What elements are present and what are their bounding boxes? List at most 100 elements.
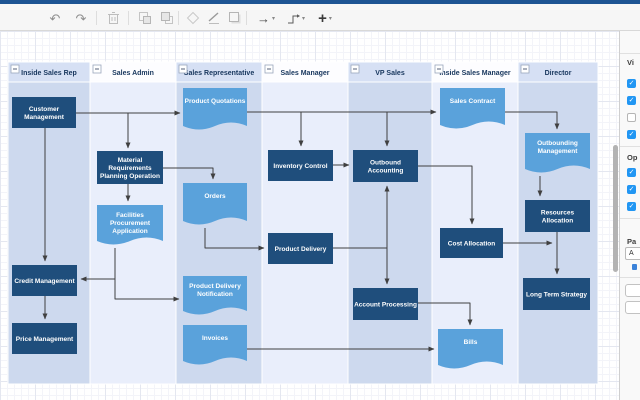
edit-link-fragment[interactable]: [632, 264, 637, 270]
shadow-button[interactable]: [224, 8, 246, 28]
node-label: Notification: [197, 291, 233, 298]
lane-collapse-button[interactable]: [264, 64, 274, 74]
node-label: Orders: [204, 193, 226, 200]
node-label: Customer: [29, 106, 60, 113]
edge-mrp-operation-to-orders[interactable]: [163, 167, 216, 180]
node-label: Product Delivery: [275, 246, 327, 253]
node-label: Accounting: [368, 168, 404, 175]
edge-sales-contract-to-outbounding-management[interactable]: [505, 111, 560, 130]
panel-divider: [620, 146, 640, 147]
checkbox[interactable]: [627, 113, 636, 122]
checkbox[interactable]: ✓: [627, 168, 636, 177]
node-label: Product Delivery: [189, 283, 241, 290]
line-color-icon: [208, 12, 219, 24]
lane-collapse-button[interactable]: [92, 64, 102, 74]
section-label-paper: Pa: [627, 237, 637, 246]
connector-icon: [287, 13, 300, 23]
node-product-delivery[interactable]: Product Delivery: [268, 233, 333, 264]
undo-button[interactable]: ↶: [44, 8, 66, 28]
checkbox[interactable]: ✓: [627, 79, 636, 88]
panel-button[interactable]: [625, 301, 640, 314]
undo-icon: ↶: [49, 10, 61, 26]
plus-icon: +: [318, 9, 327, 27]
redo-button[interactable]: ↷: [70, 8, 92, 28]
chevron-down-icon: ▾: [328, 15, 332, 22]
lane-title: Sales Manager: [280, 70, 329, 77]
panel-button[interactable]: [625, 284, 640, 297]
node-invoices[interactable]: Invoices: [183, 325, 247, 365]
node-label: Facilities: [116, 212, 144, 219]
redo-icon: ↷: [75, 10, 87, 26]
node-long-term-strategy[interactable]: Long Term Strategy: [523, 278, 590, 310]
send-to-back-icon: [161, 12, 173, 24]
node-product-quotations[interactable]: Product Quotations: [183, 88, 247, 130]
line-color-button[interactable]: [203, 8, 225, 28]
lane-title: Director: [545, 70, 572, 77]
edge-orders-to-product-delivery[interactable]: [204, 228, 265, 251]
node-label: Material: [118, 157, 143, 164]
node-inventory-control[interactable]: Inventory Control: [268, 150, 333, 181]
node-orders[interactable]: Orders: [183, 183, 247, 225]
checkbox[interactable]: ✓: [627, 185, 636, 194]
checkbox[interactable]: ✓: [627, 130, 636, 139]
edge-account-processing-to-bills[interactable]: [418, 302, 473, 326]
toolbar-separator: [96, 11, 97, 25]
lane-sales-manager[interactable]: Sales Manager: [261, 61, 349, 385]
node-label: Planning Operation: [100, 173, 160, 180]
lane-title: Inside Sales Manager: [439, 70, 510, 77]
lane-vp-sales[interactable]: VP Sales: [347, 61, 433, 385]
edge-facilities-procurement-to-product-delivery-notification[interactable]: [114, 279, 180, 302]
window-title-strip: [0, 0, 640, 4]
chevron-down-icon: ▾: [271, 15, 275, 22]
to-front-button[interactable]: [134, 8, 156, 28]
bring-to-front-icon: [139, 12, 151, 24]
node-label: Long Term Strategy: [526, 292, 587, 299]
checkbox[interactable]: ✓: [627, 96, 636, 105]
arrow-style-icon: →: [256, 10, 270, 26]
paper-size-select[interactable]: A: [625, 247, 640, 260]
insert-button[interactable]: + ▾: [312, 8, 338, 28]
fill-color-button[interactable]: [182, 8, 204, 28]
edge-outbound-accounting-to-cost-allocation[interactable]: [418, 165, 475, 225]
node-cost-allocation[interactable]: Cost Allocation: [440, 228, 503, 258]
panel-divider: [620, 218, 640, 219]
toolbar-separator: [128, 11, 129, 25]
node-label: Bills: [464, 339, 478, 346]
lane-title: Sales Admin: [112, 70, 154, 77]
panel-scrollbar-thumb[interactable]: [613, 145, 618, 272]
node-sales-contract[interactable]: Sales Contract: [440, 88, 505, 129]
lane-collapse-button[interactable]: [178, 64, 188, 74]
section-label-options: Op: [627, 153, 638, 162]
node-bills[interactable]: Bills: [438, 329, 503, 369]
section-label-view: Vi: [627, 58, 634, 67]
toolbar: ↶ ↷: [0, 4, 640, 31]
node-label: Application: [112, 228, 147, 235]
node-credit-management[interactable]: Credit Management: [12, 265, 77, 296]
lane-title: Sales Representative: [184, 70, 255, 77]
node-label: Sales Contract: [450, 98, 496, 105]
node-label: Management: [538, 148, 579, 155]
lane-collapse-button[interactable]: [350, 64, 360, 74]
node-label: Account Processing: [354, 302, 417, 309]
arrow-style-button[interactable]: → ▾: [252, 8, 280, 28]
connector-style-button[interactable]: ▾: [282, 8, 310, 28]
delete-button[interactable]: [102, 8, 124, 28]
checkbox[interactable]: ✓: [627, 202, 636, 211]
lane-collapse-button[interactable]: [434, 64, 444, 74]
to-back-button[interactable]: [156, 8, 178, 28]
node-account-processing[interactable]: Account Processing: [353, 288, 418, 320]
lane-collapse-button[interactable]: [10, 64, 20, 74]
lane-collapse-button[interactable]: [520, 64, 530, 74]
node-price-management[interactable]: Price Management: [12, 323, 77, 354]
